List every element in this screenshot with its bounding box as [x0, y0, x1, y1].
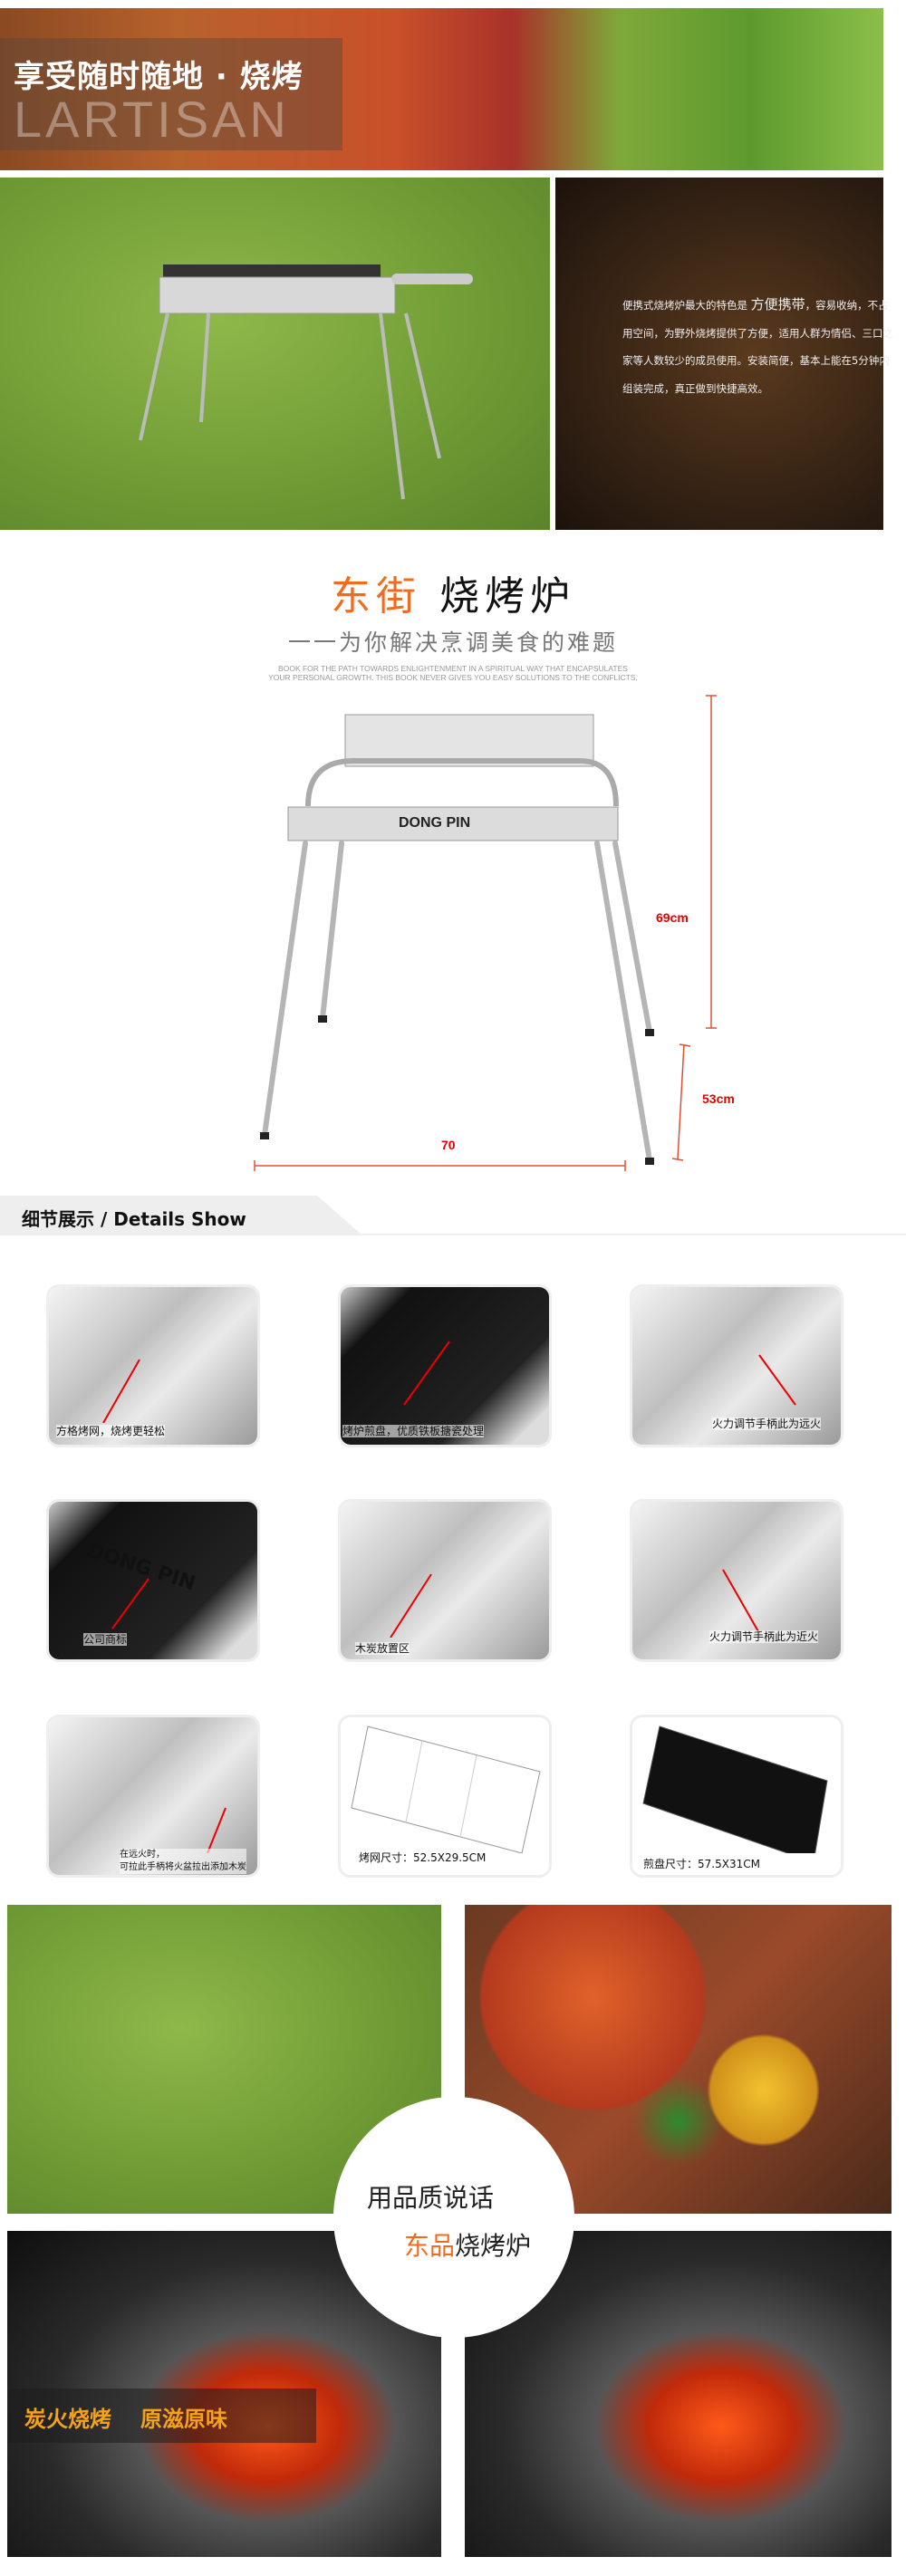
grill-dimension-diagram	[254, 695, 717, 1171]
slogan-line2: 东品烧烤炉	[404, 2231, 532, 2261]
width-label: 70	[441, 1138, 456, 1152]
detail-card-grate-size: 烤网尺寸：52.5X29.5CM	[338, 1715, 552, 1878]
detail-card-handle-near: 火力调节手柄此为近火	[630, 1499, 843, 1662]
leg-height-label: 53cm	[702, 1091, 735, 1106]
grill-legs	[262, 841, 652, 1163]
english-tagline: BOOK FOR THE PATH TOWARDS ENLIGHTENMENT …	[268, 664, 638, 682]
detail-card-pan-size: 煎盘尺寸：57.5X31CM	[630, 1715, 843, 1878]
flavor-band: 炭火烧烤 原滋原味	[8, 2389, 316, 2443]
banner-watermark: LARTISAN	[14, 91, 290, 148]
grill-illustration	[139, 264, 473, 500]
slogan-circle	[333, 2097, 574, 2338]
detail-card-grate: 方格烤网，烧烤更轻松	[46, 1284, 260, 1447]
grill-grate	[344, 714, 594, 767]
detail-card-pan: 烤炉煎盘，优质铁板搪瓷处理	[338, 1284, 552, 1447]
detail-card-fire-tray: 在远火时，可拉此手柄将火盆拉出添加木炭	[46, 1715, 260, 1878]
grill-logo: DONG PIN	[399, 815, 471, 831]
details-heading: 细节展示 / Details Show	[22, 1208, 246, 1230]
detail-card-handle-far: 火力调节手柄此为远火	[630, 1284, 843, 1447]
detail-card-charcoal: 木炭放置区	[338, 1499, 552, 1662]
grill-frame	[305, 758, 619, 807]
slogan-line1: 用品质说话	[367, 2183, 495, 2213]
product-title: 东街 烧烤炉	[331, 573, 575, 620]
banner-title: 享受随时随地 · 烧烤	[14, 59, 304, 95]
dimension-lines	[254, 695, 717, 1171]
grill-front-bar	[287, 806, 619, 841]
hero-banner: 享受随时随地 · 烧烤 LARTISAN	[0, 8, 883, 170]
intro-text: 便携式烧烤炉最大的特色是 方便携带，容易收纳，不占用空间，为野外烧烤提供了方便，…	[622, 296, 893, 395]
product-subtitle: 一一为你解决烹调美食的难题	[287, 630, 618, 656]
grill-on-lawn-photo	[0, 178, 550, 530]
details-section-header: 细节展示 / Details Show	[0, 1196, 906, 1235]
intro-panel: 便携式烧烤炉最大的特色是 方便携带，容易收纳，不占用空间，为野外烧烤提供了方便，…	[555, 178, 893, 530]
banner-overlay	[0, 38, 342, 150]
height-total-label: 69cm	[656, 910, 689, 925]
